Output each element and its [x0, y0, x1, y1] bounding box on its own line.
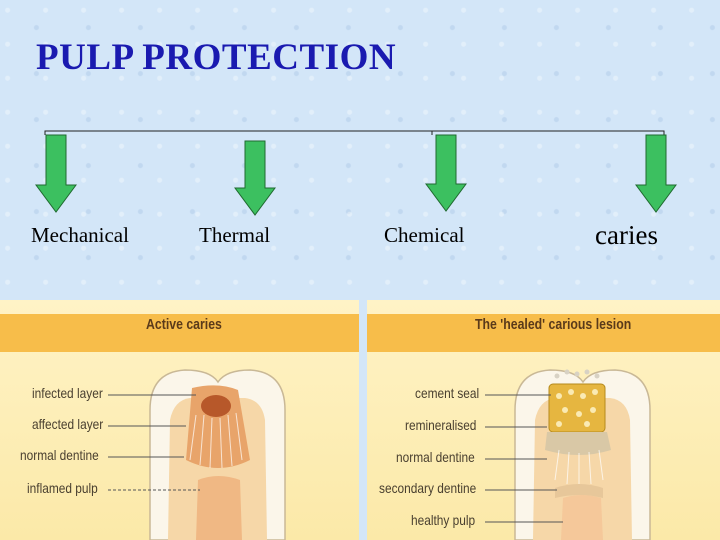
arrow-chemical-icon	[425, 134, 467, 212]
arrow-caries-icon	[635, 134, 677, 213]
connector-lines	[44, 130, 665, 135]
healed-lesion-title: The 'healed' carious lesion	[475, 316, 632, 333]
arrow-thermal-icon	[234, 140, 276, 216]
healed-lesion-tooth-illustration	[485, 369, 651, 540]
arrow-mechanical-icon	[35, 134, 77, 213]
panel-header-bar	[367, 314, 720, 352]
healed-lesion-panel: The 'healed' carious lesion	[367, 300, 720, 540]
label-cement-seal: cement seal	[415, 385, 480, 401]
active-caries-panel: Active caries infected layer affected la…	[0, 300, 359, 540]
label-infected-layer: infected layer	[32, 385, 103, 401]
label-affected-layer: affected layer	[32, 416, 104, 432]
label-normal-dentine: normal dentine	[396, 449, 475, 465]
branch-mechanical: Mechanical	[31, 223, 129, 247]
label-secondary-dentine: secondary dentine	[379, 480, 477, 496]
branch-caries: caries	[595, 220, 658, 250]
label-healthy-pulp: healthy pulp	[411, 512, 476, 528]
label-inflamed-pulp: inflamed pulp	[27, 480, 98, 496]
branch-thermal: Thermal	[199, 223, 271, 247]
label-normal-dentine: normal dentine	[20, 447, 99, 463]
panel-header-bar	[0, 314, 359, 352]
label-remineralised: remineralised	[405, 417, 477, 433]
active-caries-title: Active caries	[146, 316, 222, 333]
branch-chemical: Chemical	[384, 223, 465, 247]
branch-connectors	[35, 130, 677, 216]
active-caries-tooth-illustration	[108, 369, 286, 540]
page-title: PULP PROTECTION	[36, 37, 397, 78]
